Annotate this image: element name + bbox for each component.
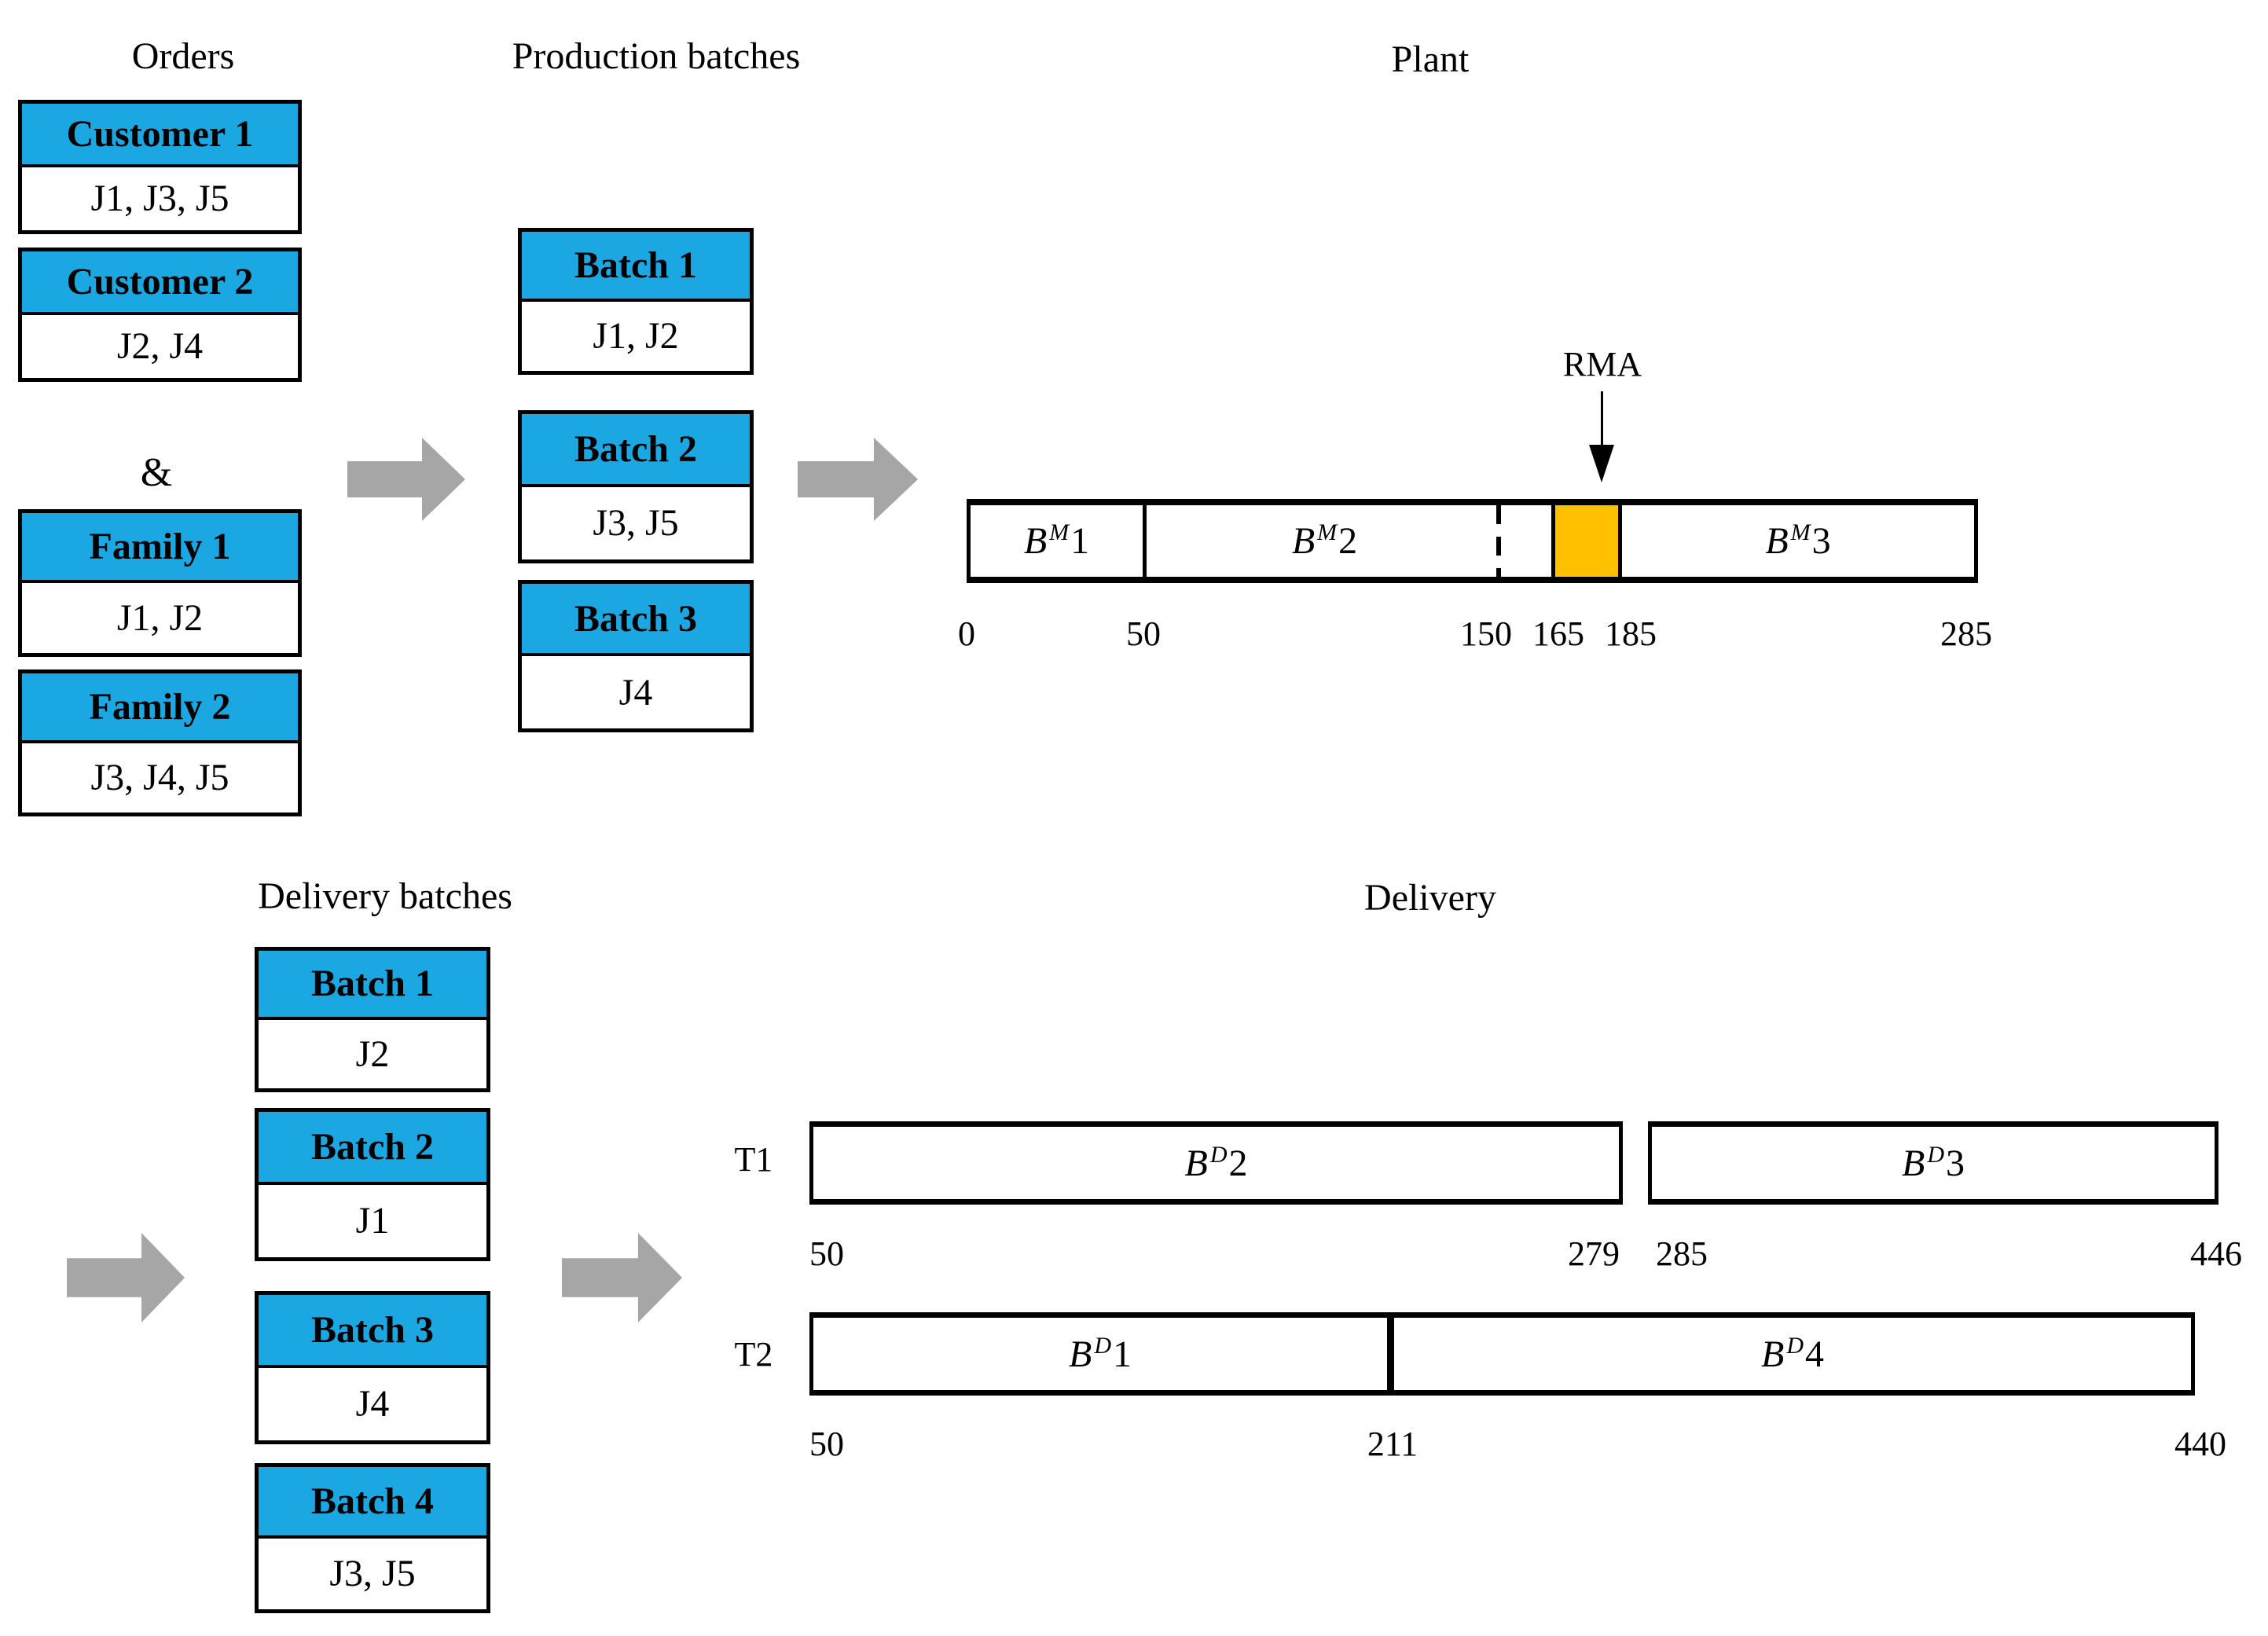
t1-axis-tick: 446 (2190, 1234, 2242, 1273)
card-header: Family 2 (22, 673, 298, 743)
card-header: Batch 4 (259, 1467, 486, 1539)
plant-axis-tick: 285 (1940, 614, 1992, 653)
order-card-family-2: Family 2 J3, J4, J5 (18, 669, 302, 816)
delivery-card-batch-1: Batch 1 J2 (255, 947, 490, 1092)
segment-label: B (1291, 520, 1316, 562)
delivery-card-batch-4: Batch 4 J3, J5 (255, 1463, 490, 1613)
card-header: Batch 3 (522, 584, 750, 656)
t2-axis-tick: 50 (809, 1425, 844, 1463)
truck2-batch-divider (1387, 1318, 1394, 1390)
card-jobs: J1, J2 (593, 315, 679, 358)
card-header: Customer 1 (22, 104, 298, 167)
card-jobs: J4 (355, 1383, 390, 1425)
production-card-batch-3: Batch 3 J4 (518, 580, 754, 732)
truck-label-t2: T2 (734, 1335, 773, 1374)
plant-axis-tick: 165 (1532, 614, 1584, 653)
right-arrow-icon (798, 438, 918, 521)
order-card-family-1: Family 1 J1, J2 (18, 509, 302, 657)
plant-title: Plant (1391, 39, 1470, 80)
orders-title: Orders (131, 35, 235, 77)
card-jobs: J4 (618, 671, 653, 713)
plant-axis-tick: 50 (1126, 614, 1161, 653)
production-card-batch-1: Batch 1 J1, J2 (518, 228, 754, 375)
production-card-batch-2: Batch 2 J3, J5 (518, 410, 754, 563)
order-card-customer-2: Customer 2 J2, J4 (18, 248, 302, 382)
card-jobs: J2 (355, 1033, 390, 1075)
right-arrow-icon (67, 1233, 185, 1322)
orders-and-separator: & (140, 450, 173, 495)
t2-axis-tick: 440 (2174, 1425, 2226, 1463)
card-jobs: J3, J4, J5 (90, 757, 229, 799)
production-batches-title: Production batches (512, 35, 801, 77)
card-header: Family 1 (22, 513, 298, 583)
plant-axis-tick: 0 (958, 614, 975, 653)
card-jobs: J1, J2 (116, 597, 204, 639)
card-jobs: J3, J5 (593, 502, 679, 545)
t2-axis-tick: 211 (1367, 1425, 1418, 1463)
card-jobs: J1, J3, J5 (90, 178, 229, 220)
right-arrow-icon (562, 1233, 682, 1322)
delivery-title: Delivery (1364, 877, 1496, 919)
delivery-card-batch-2: Batch 2 J1 (255, 1108, 490, 1261)
card-jobs: J1 (355, 1200, 390, 1242)
card-header: Batch 3 (259, 1295, 486, 1368)
rma-maintenance-block (1551, 505, 1622, 577)
card-header: Customer 2 (22, 251, 298, 315)
card-jobs: J2, J4 (116, 325, 204, 368)
plant-axis-tick: 185 (1605, 614, 1657, 653)
delivery-card-batch-3: Batch 3 J4 (255, 1291, 490, 1444)
rma-arrow-line (1601, 391, 1603, 448)
delivery-batches-title: Delivery batches (258, 875, 512, 917)
order-card-customer-1: Customer 1 J1, J3, J5 (18, 100, 302, 234)
card-header: Batch 1 (259, 951, 486, 1020)
segment-label: B (1765, 520, 1789, 562)
right-arrow-icon (347, 438, 465, 521)
card-header: Batch 1 (522, 232, 750, 302)
segment-label: B (1023, 520, 1048, 562)
truck-label-t1: T1 (734, 1140, 773, 1179)
t1-axis-tick: 285 (1656, 1234, 1708, 1273)
t1-axis-tick: 279 (1568, 1234, 1620, 1273)
t1-axis-tick: 50 (809, 1234, 844, 1273)
card-header: Batch 2 (259, 1112, 486, 1185)
card-jobs: J3, J5 (329, 1553, 416, 1595)
card-header: Batch 2 (522, 414, 750, 487)
plant-dashed-line (1496, 505, 1501, 577)
rma-arrow-head-icon (1589, 445, 1614, 482)
plant-axis-tick: 150 (1460, 614, 1512, 653)
rma-label: RMA (1562, 345, 1642, 383)
